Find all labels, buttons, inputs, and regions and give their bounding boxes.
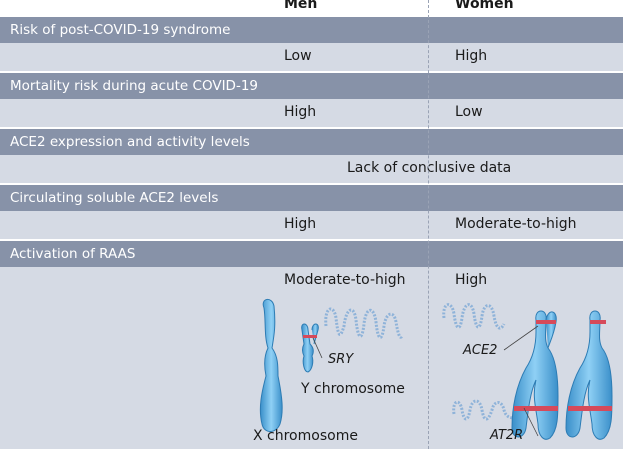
shared-value: Lack of conclusive data bbox=[343, 160, 516, 176]
ace2-label: ACE2 bbox=[463, 343, 498, 358]
ace2-band-2 bbox=[590, 320, 606, 324]
men-value: High bbox=[284, 216, 317, 232]
dna-strand-icon bbox=[442, 303, 506, 330]
y-chromosome-icon bbox=[301, 323, 319, 373]
x-chromosome-icon-1 bbox=[511, 310, 559, 440]
men-value: Moderate-to-high bbox=[284, 272, 406, 288]
y-chromosome-label: Y chromosome bbox=[301, 381, 405, 397]
section-row-ace2-expression: Lack of conclusive data bbox=[0, 155, 623, 183]
female-chromosomes-illustration bbox=[442, 303, 613, 440]
women-value: Moderate-to-high bbox=[455, 216, 577, 232]
dna-strand-icon-bottom bbox=[452, 399, 525, 421]
at2r-label: AT2R bbox=[490, 428, 524, 443]
women-value: High bbox=[455, 272, 488, 288]
at2r-band-2 bbox=[568, 406, 612, 411]
at2r-band-1 bbox=[514, 406, 558, 411]
section-row-post-covid: Low High bbox=[0, 43, 623, 71]
section-title-post-covid: Risk of post-COVID-19 syndrome bbox=[0, 17, 623, 43]
x-chromosome-icon-2 bbox=[565, 310, 613, 440]
men-value: High bbox=[284, 104, 317, 120]
men-value: Low bbox=[284, 48, 312, 64]
column-header-men: Men bbox=[284, 0, 318, 12]
women-value: High bbox=[455, 48, 488, 64]
section-title-raas: Activation of RAAS bbox=[0, 241, 623, 267]
sry-label: SRY bbox=[328, 352, 354, 367]
male-chromosomes-illustration bbox=[259, 299, 404, 432]
sry-band bbox=[303, 335, 317, 338]
section-title-mortality: Mortality risk during acute COVID-19 bbox=[0, 73, 623, 99]
section-title-soluble-ace2: Circulating soluble ACE2 levels bbox=[0, 185, 623, 211]
section-row-mortality: High Low bbox=[0, 99, 623, 127]
section-row-soluble-ace2: High Moderate-to-high bbox=[0, 211, 623, 239]
ace2-band-1 bbox=[536, 320, 556, 324]
column-header-women: Women bbox=[455, 0, 514, 12]
section-title-ace2-expression: ACE2 expression and activity levels bbox=[0, 129, 623, 155]
dna-strand-icon bbox=[324, 307, 404, 339]
women-value: Low bbox=[455, 104, 483, 120]
x-chromosome-icon bbox=[259, 299, 283, 432]
x-chromosome-label: X chromosome bbox=[253, 428, 358, 444]
column-divider-overlay bbox=[428, 0, 429, 449]
